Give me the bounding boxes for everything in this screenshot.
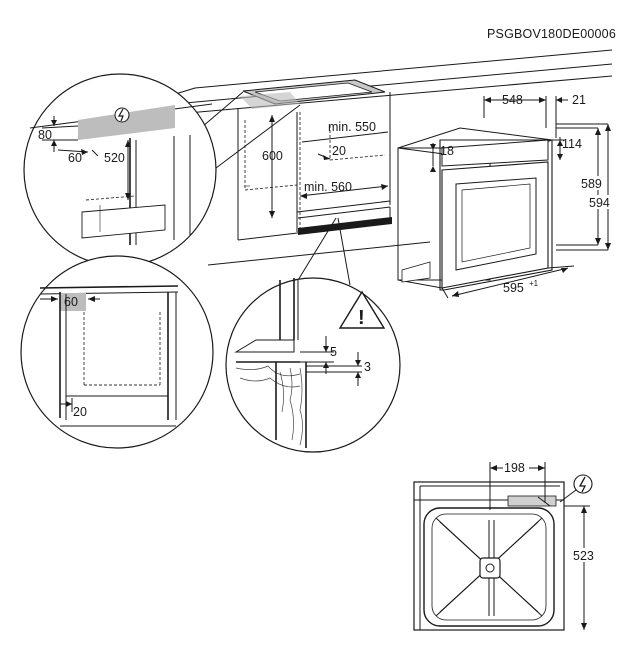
rear-dim-198-label: 198 (504, 461, 525, 475)
dim-min560-label: min. 560 (304, 180, 352, 194)
dim-595-label: 595 (503, 281, 524, 295)
dim-600-label: 600 (262, 149, 283, 163)
dim-548-label: 548 (502, 93, 523, 107)
dim-114-label: 114 (562, 137, 582, 151)
detail-door-gap: ! 5 3 (225, 217, 401, 453)
dim-20-label: 20 (332, 144, 346, 158)
cabinet-drawing: 600 min. 550 20 min. 560 (129, 49, 613, 266)
detail2-dim-60-label: 60 (64, 295, 78, 309)
dim-21-label: 21 (572, 93, 586, 107)
rear-fan-cover (423, 507, 555, 627)
detail1-dim-80-label: 80 (38, 128, 52, 142)
electrical-warning-icon (114, 107, 130, 123)
rear-view-drawing: 198 523 (413, 461, 598, 631)
warning-triangle-icon (338, 290, 386, 329)
hob-cutout (240, 79, 386, 109)
dim-595-tolerance: +1 (529, 279, 539, 288)
warning-exclamation: ! (358, 307, 365, 329)
dim-min550-label: min. 550 (328, 120, 376, 134)
detail1-dim-520-label: 520 (104, 151, 125, 165)
rear-dim-523-label: 523 (573, 549, 594, 563)
detail-electrical-clearance: 80 60 520 (23, 73, 301, 267)
detail-side-clearance: 60 20 (20, 255, 214, 449)
dim-18-label: 18 (440, 144, 454, 158)
dim-594-label: 594 (589, 196, 610, 210)
detail3-dim-3-label: 3 (364, 360, 371, 374)
rear-electrical-icon (573, 474, 593, 494)
document-code: PSGBOV180DE00006 (487, 27, 616, 41)
detail1-dim-60-label: 60 (68, 151, 82, 165)
detail3-dim-5-label: 5 (330, 345, 337, 359)
oven-drawing: 548 21 18 114 589 594 595 +1 (397, 93, 614, 299)
wood-grain (235, 365, 303, 446)
ventilation-slot (298, 217, 392, 235)
detail2-dim-20-label: 20 (73, 405, 87, 419)
dim-589-label: 589 (581, 177, 602, 191)
